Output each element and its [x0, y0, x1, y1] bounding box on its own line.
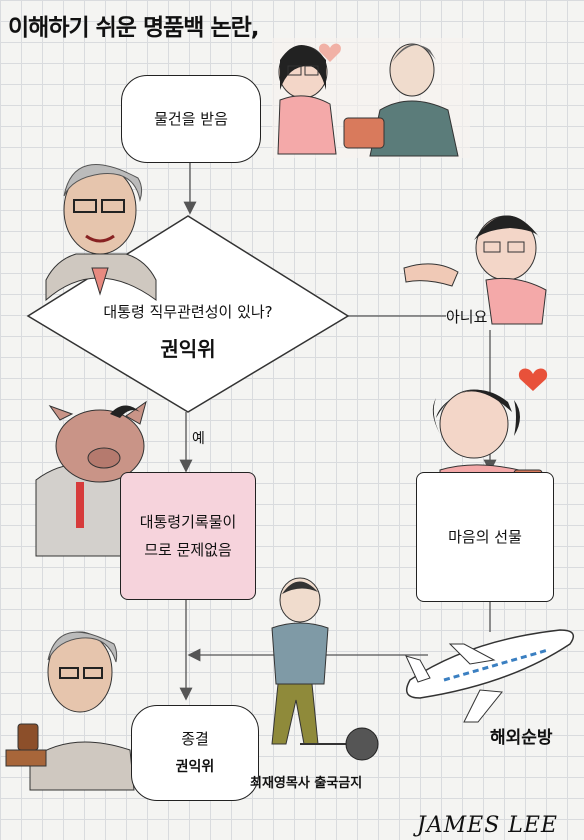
node-gift-of-heart: 마음의 선물	[416, 472, 554, 602]
node-question-label: 대통령 직무관련성이 있나?	[103, 303, 273, 321]
travel-ban-label: 최재영목사 출국금지	[250, 776, 363, 791]
edge-label-no: 아니요	[446, 308, 488, 326]
standing-man-illustration	[271, 577, 379, 761]
node-end-label: 종결	[181, 730, 209, 749]
node-question: 대통령 직무관련성이 있나? 권익위	[58, 298, 318, 362]
node-end-org: 권익위	[175, 758, 215, 775]
woman-waving-illustration	[403, 215, 547, 325]
node-receive-item: 물건을 받음	[121, 75, 261, 163]
node-closed: 종결 권익위	[131, 705, 259, 801]
page-title: 이해하기 쉬운 명품백 논란,	[8, 15, 260, 41]
heart-icon	[518, 368, 548, 391]
node-presidential-record: 대통령기록물이 므로 문제없음	[120, 472, 256, 600]
artist-signature: JAMES LEE	[416, 813, 558, 838]
trip-label: 해외순방	[490, 728, 553, 748]
edge-label-yes: 예	[192, 431, 205, 447]
decision-diamond	[26, 215, 350, 413]
node-question-org: 권익위	[160, 336, 216, 361]
node-receive-label: 물건을 받음	[154, 109, 228, 128]
judge-with-gavel-illustration	[5, 631, 135, 791]
official-man-illustration	[45, 164, 157, 302]
airplane-illustration	[405, 629, 575, 723]
node-record-line1: 대통령기록물이	[139, 512, 237, 531]
node-gift-label: 마음의 선물	[448, 527, 522, 546]
woman-receiving-bag-illustration	[272, 38, 470, 158]
node-record-line2: 므로 문제없음	[144, 541, 232, 559]
